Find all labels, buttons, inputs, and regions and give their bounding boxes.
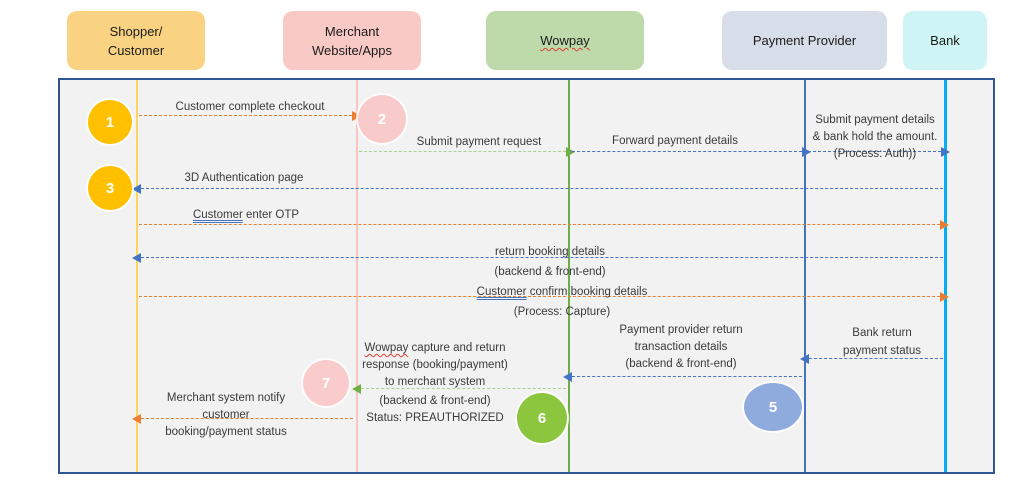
label-line: Forward payment details [612,135,738,147]
submit-payment-request-label: Submit payment request [417,134,542,151]
label-line: transaction details [634,341,728,353]
forward-payment-details-arrowhead-icon [802,147,811,157]
label-line: (backend & front-end) [625,358,737,370]
label-line: Merchant system notify [166,392,286,404]
wowpay-capture-and-return-response-label-2: (backend & front-end) Status: PREAUTHORIZ… [366,393,503,427]
actor-label: Customer [107,42,165,58]
step-badge-7: 7 [303,360,349,406]
return-booking-details-label: return booking details (backend & front-e… [494,242,605,282]
step-badge-3: 3 [88,166,132,210]
customer-confirm-booking-details-arrowhead-icon [940,292,949,302]
customer-complete-checkout-arrowhead-icon [352,111,361,121]
actor-box-shopper-customer: Shopper/Customer [67,11,205,70]
actor-label: Wowpay [540,33,590,48]
label-line: (backend & front-end) [494,266,606,278]
payment-provider-return-transaction-details-arrow [572,376,802,377]
actor-box-wowpay: Wowpay [486,11,644,70]
payment-provider-return-transaction-details-label: Payment provider return transaction detai… [619,322,742,373]
label-line: Customer complete checkout [175,101,325,113]
actor-box-payment-provider: Payment Provider [722,11,887,70]
label-line: booking/payment status [165,426,287,438]
step-number: 2 [377,110,387,128]
forward-payment-details-arrow [572,151,802,152]
step-badge-2: 2 [358,95,406,143]
wowpay-capture-and-return-response-label: Wowpay capture and return response (booki… [362,340,508,391]
label-line: Bank return [852,327,912,339]
customer-enter-otp-arrow [139,224,940,225]
submit-payment-request-arrow [359,151,566,152]
label-line: customer [202,409,250,421]
submit-payment-request-arrowhead-icon [566,147,575,157]
label-line: Customer enter OTP [192,209,300,221]
lifeline-bank [943,80,947,472]
lifeline-wowpay [568,80,570,472]
step-number: 5 [768,398,778,416]
forward-payment-details-label: Forward payment details [612,133,738,150]
merchant-system-notify-customer-arrowhead-icon [132,414,141,424]
bank-return-payment-status-label: Bank return payment status [843,324,921,360]
label-line: Status: PREAUTHORIZED [366,412,504,424]
3d-authentication-page-arrow [141,188,943,189]
step-badge-6: 6 [517,393,567,443]
label-line: Submit payment details [815,114,935,126]
lifeline-merchant-website-apps [356,80,358,472]
actor-label: Payment Provider [752,33,857,48]
label-line: Wowpay capture and return [364,342,506,354]
3d-authentication-page-label: 3D Authentication page [185,170,304,187]
label-line: payment status [843,345,921,357]
return-booking-details-arrowhead-icon [132,253,141,263]
customer-complete-checkout-arrow [139,115,352,116]
submit-payment-details-bank-hold-label: Submit payment details & bank hold the am… [813,112,938,163]
actor-label: Shopper/ [109,23,163,39]
merchant-system-notify-customer-label: Merchant system notify customer booking/pa… [165,390,286,441]
label-line: response (booking/payment) [362,359,508,371]
actor-label: Bank [930,33,960,48]
lifeline-payment-provider [804,80,806,472]
bank-return-payment-status-arrowhead-icon [800,354,809,364]
label-line: 3D Authentication page [184,172,304,184]
customer-enter-otp-label: Customer enter OTP [193,207,299,224]
step-number: 3 [105,179,115,197]
step-badge-1: 1 [88,100,132,144]
label-line: to merchant system [384,376,486,388]
submit-payment-details-bank-hold-arrowhead-icon [941,147,950,157]
label-line: Payment provider return [619,324,743,336]
lifeline-shopper-customer [136,80,138,472]
label-line: Submit payment request [416,136,542,148]
actor-label: Website/Apps [312,42,392,58]
label-line: (backend & front-end) [379,395,491,407]
3d-authentication-page-arrowhead-icon [132,184,141,194]
bank-return-payment-status-arrow [809,358,943,359]
actor-box-bank: Bank [903,11,987,70]
customer-enter-otp-arrowhead-icon [940,220,949,230]
step-number: 7 [321,374,331,392]
label-line: return booking details [495,246,605,258]
label-line: (Process: Capture) [513,306,611,318]
wowpay-capture-and-return-response-arrowhead-icon [352,384,361,394]
label-line: Customer confirm booking details [476,286,648,298]
merchant-system-notify-customer-arrow [141,418,353,419]
submit-payment-details-bank-hold-arrow [808,151,941,152]
step-number: 1 [105,113,115,131]
customer-confirm-booking-details-arrow [139,296,940,297]
label-line: & bank hold the amount. [812,131,938,143]
return-booking-details-arrow [141,257,943,258]
label-line: (Process: Auth)) [833,148,917,160]
step-badge-5: 5 [744,383,802,431]
step-number: 6 [537,409,547,427]
customer-complete-checkout-label: Customer complete checkout [176,99,325,116]
wowpay-capture-and-return-response-arrow [361,388,566,389]
actor-label: Merchant [324,23,380,39]
customer-confirm-booking-details-label: Customer confirm booking details (Process… [477,282,648,322]
payment-provider-return-transaction-details-arrowhead-icon [563,372,572,382]
